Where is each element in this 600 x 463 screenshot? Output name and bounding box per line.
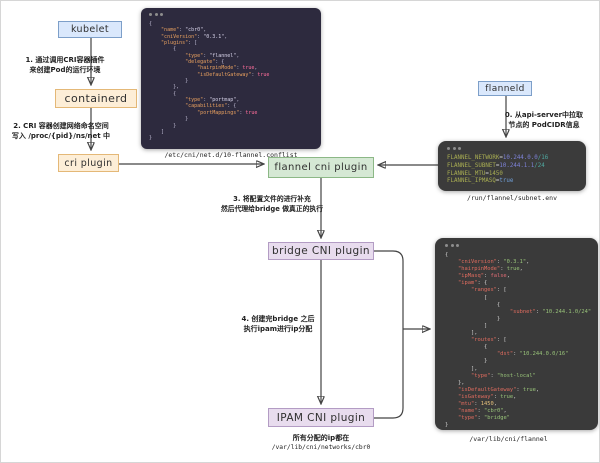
annotation-step0-line1: 0. 从api-server中拉取 [504,111,584,119]
flannel-delegate-code: { "cniVersion": "0.3.1", "hairpinMode": … [445,252,592,429]
annotation-step0: 0. 从api-server中拉取 节点的 PodCIDR信息 [484,110,599,130]
annotation-step4-line2: 执行ipam进行ip分配 [243,325,313,333]
caption-subnet-env-path: /run/flannel/subnet.env [466,194,557,202]
node-kubelet: kubelet [58,21,122,38]
annotation-step1: 1. 通过调用CRI容器插件 来创建Pod的运行环境 [9,55,121,75]
window-dots-icon [445,243,588,250]
node-flannel-cni-plugin: flannel cni plugin [268,157,374,178]
node-ipam-cni-plugin: IPAM CNI plugin [268,408,374,427]
annotation-step1-line2: 来创建Pod的运行环境 [29,66,101,74]
bracket-bridge-ipam [374,250,404,419]
annotation-step1-line1: 1. 通过调用CRI容器插件 [25,56,105,64]
annotation-ip-allocation-note: 所有分配的ip都在 /var/lib/cni/networks/cbr0 [253,433,389,453]
flannel-conflist-code: { "name": "cbr0", "cniVersion": "0.3.1",… [149,21,270,142]
annotation-step2-line1: 2. CRI 容器创建网络命名空间 [13,122,109,130]
caption-flannel-delegate-path: /var/lib/cni/flannel [469,435,548,443]
annotation-step3: 3. 将配置文件的进行补充 然后代理给bridge 做真正的执行 [211,194,333,214]
window-dots-icon [447,146,577,153]
annotation-step3-line2: 然后代理给bridge 做真正的执行 [220,205,324,213]
allocation-note-line1: 所有分配的ip都在 [292,434,350,442]
annotation-step2-line2: 写入 /proc/{pid}/ns/net 中 [11,132,111,140]
code-window-flannel-conflist: { "name": "cbr0", "cniVersion": "0.3.1",… [141,8,321,149]
node-flanneld: flanneld [478,81,532,96]
node-cri-plugin: cri plugin [58,154,119,172]
annotation-step4: 4. 创建完bridge 之后 执行ipam进行ip分配 [218,314,338,334]
code-window-subnet-env: FLANNEL_NETWORK=10.244.0.0/16 FLANNEL_SU… [438,141,586,191]
annotation-step2: 2. CRI 容器创建网络命名空间 写入 /proc/{pid}/ns/net … [1,121,121,141]
annotation-step4-line1: 4. 创建完bridge 之后 [241,315,315,323]
annotation-step0-line2: 节点的 PodCIDR信息 [508,121,580,129]
allocation-note-path: /var/lib/cni/networks/cbr0 [271,444,371,451]
caption-flannel-conflist-path: /etc/cni/net.d/10-flannel.conflist [164,151,298,159]
code-window-flannel-delegate: { "cniVersion": "0.3.1", "hairpinMode": … [435,238,598,430]
annotation-step3-line1: 3. 将配置文件的进行补充 [233,195,311,203]
node-containerd: containerd [55,89,137,108]
subnet-env-code: FLANNEL_NETWORK=10.244.0.0/16 FLANNEL_SU… [447,155,549,185]
node-bridge-cni-plugin: bridge CNI plugin [268,242,374,260]
window-dots-icon [149,12,313,19]
